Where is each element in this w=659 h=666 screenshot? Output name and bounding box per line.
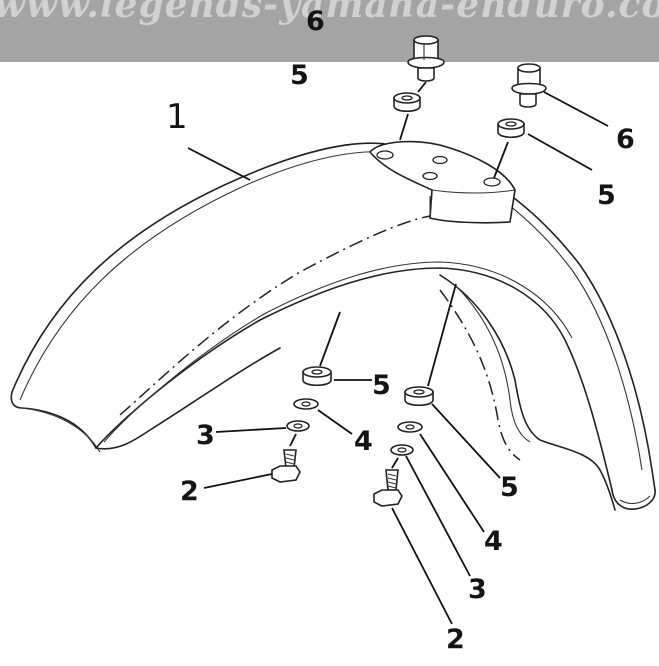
callout-washer-left: 3 <box>196 420 215 451</box>
callout-fender: 1 <box>166 97 188 137</box>
callout-lockwasher-right: 4 <box>484 526 503 557</box>
callout-bolt-left: 2 <box>180 476 199 507</box>
callout-grommet-top-right: 5 <box>597 180 616 211</box>
callout-lockwasher-left: 4 <box>354 426 373 457</box>
watermark-text: www.legends-yamaha-enduro.com <box>0 0 659 26</box>
callout-bolt-right: 2 <box>446 624 465 655</box>
lockwasher-right <box>397 421 423 433</box>
callout-grommet-bottom-left: 5 <box>372 370 391 401</box>
grommet-bottom-left <box>302 366 332 387</box>
callout-collar-top-left: 6 <box>306 6 325 37</box>
callout-grommet-top-left: 5 <box>290 60 309 91</box>
collar-top-left <box>407 35 445 82</box>
callout-collar-top-right: 6 <box>616 124 635 155</box>
watermark-banner: www.legends-yamaha-enduro.com <box>0 0 659 62</box>
washer-left <box>286 420 310 432</box>
grommet-top-left <box>393 92 421 113</box>
front-fender <box>10 140 656 511</box>
bolt-right <box>373 469 403 507</box>
collar-top-right <box>511 63 547 108</box>
callout-grommet-bottom-right: 5 <box>500 472 519 503</box>
callout-washer-right: 3 <box>468 574 487 605</box>
grommet-bottom-right <box>404 386 434 407</box>
grommet-top-right <box>497 118 525 139</box>
washer-right <box>390 444 414 456</box>
bolt-left <box>271 449 301 483</box>
lockwasher-left <box>293 398 319 410</box>
